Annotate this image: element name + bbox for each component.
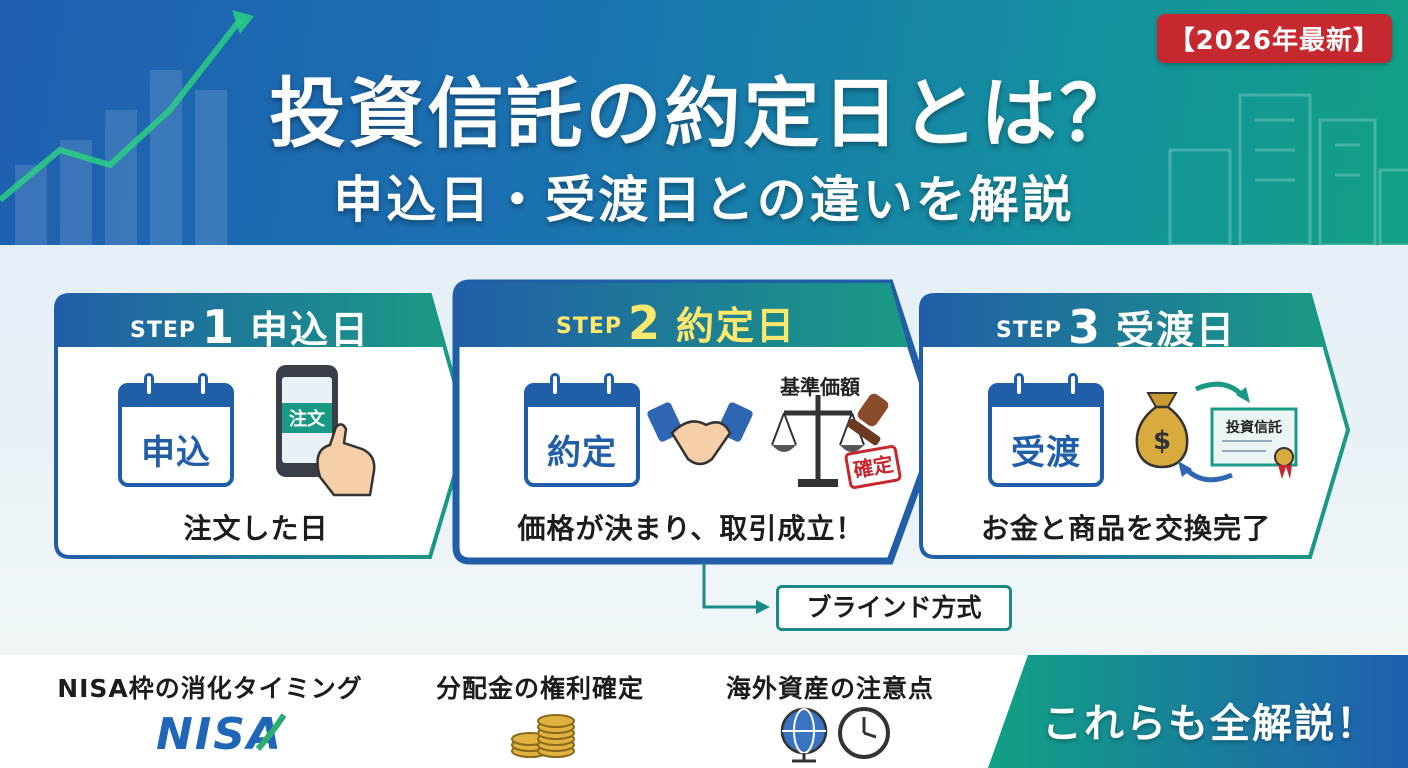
header-decoration [0, 10, 1408, 245]
topic-dividend: 分配金の権利確定 [435, 674, 644, 703]
trend-arrow-icon [232, 10, 254, 34]
city-buildings-decoration-icon [1168, 93, 1408, 245]
page-title: 投資信託の約定日とは？ [269, 69, 1139, 158]
step-3-description: お金と商品を交換完了 [980, 512, 1271, 545]
step-2-description: 価格が決まり、取引成立！ [517, 512, 865, 545]
calendar-icon: 約定 [524, 373, 640, 487]
phone-order-label: 注文 [289, 409, 325, 430]
svg-text:$: $ [1153, 426, 1171, 456]
money-bag-icon: $ [1135, 392, 1189, 469]
calendar-icon: 受渡 [988, 373, 1104, 487]
certificate-icon [1210, 407, 1298, 479]
blind-method-note: ブラインド方式 [776, 585, 1012, 631]
handshake-icon [647, 402, 753, 466]
header-banner: 【2026年最新】 投資信託の約定日とは？ 申込日・受渡日との違いを解説 [0, 0, 1408, 245]
clock-icon [838, 707, 890, 759]
balance-scale-icon [771, 395, 865, 487]
step-panels: $ [54, 279, 1351, 614]
coin-stack-icon [511, 714, 575, 758]
nisa-logo-swoosh-icon [256, 713, 286, 751]
smartphone-tap-icon [276, 365, 376, 497]
nav-price-label: 基準価額 [780, 375, 860, 399]
topic-nisa: NISA枠の消化タイミング [57, 674, 363, 703]
year-badge: 【2026年最新】 [1156, 14, 1392, 63]
exchange-arrows-icon [1178, 381, 1250, 483]
note-connector-line [702, 563, 760, 609]
nisa-logo-icon: NISA [156, 709, 283, 760]
step-1-description: 注文した日 [183, 512, 329, 545]
stamp-icon [844, 393, 902, 489]
trend-line-icon [0, 18, 243, 203]
calendar-icon: 申込 [118, 373, 234, 487]
related-topics-section: NISA枠の消化タイミング NISA 分配金の権利確定 海外資産の注意点 これら… [0, 655, 1408, 768]
topic-foreign-assets: 海外資産の注意点 [725, 674, 934, 703]
step-3-panel [919, 293, 1351, 559]
cta-banner[interactable]: これらも全解説！ [1042, 701, 1378, 747]
page-subtitle: 申込日・受渡日との違いを解説 [333, 171, 1075, 229]
cta-background [988, 655, 1408, 768]
note-connector-arrow-icon [756, 600, 770, 614]
globe-icon [780, 707, 828, 763]
certificate-label: 投資信託 [1226, 420, 1282, 436]
